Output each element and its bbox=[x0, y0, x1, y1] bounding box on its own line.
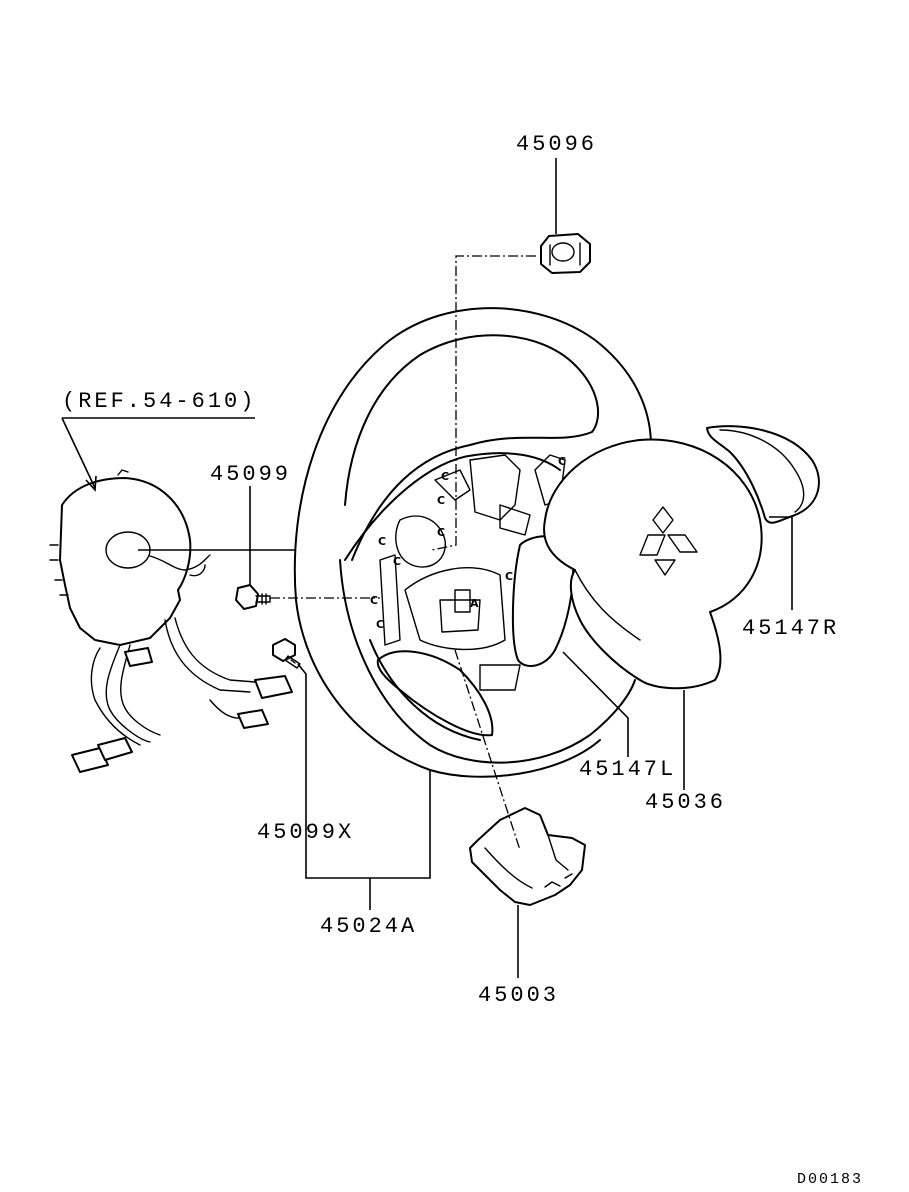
screw-45099x bbox=[272, 638, 301, 669]
part-label-45036: 45036 bbox=[645, 790, 727, 815]
part-label-45099: 45099 bbox=[210, 462, 292, 487]
svg-text:C: C bbox=[505, 570, 513, 583]
part-label-45096: 45096 bbox=[516, 132, 598, 157]
svg-text:C: C bbox=[437, 494, 445, 507]
leader-lines bbox=[61, 158, 793, 978]
svg-text:C: C bbox=[393, 555, 401, 568]
bolt-45099 bbox=[235, 584, 271, 610]
airbag-module bbox=[543, 438, 763, 690]
part-label-45003: 45003 bbox=[478, 983, 560, 1008]
reference-label: (REF.54-610) bbox=[62, 389, 257, 414]
part-label-45147R: 45147R bbox=[742, 616, 840, 641]
centerlines bbox=[270, 255, 536, 851]
diagram-code: D00183 bbox=[797, 1171, 864, 1188]
svg-text:C: C bbox=[370, 594, 378, 607]
svg-text:C: C bbox=[376, 618, 384, 631]
svg-text:C: C bbox=[378, 535, 386, 548]
svg-text:C: C bbox=[441, 470, 449, 483]
lower-cover bbox=[469, 807, 586, 906]
part-label-45147L: 45147L bbox=[579, 757, 677, 782]
clock-spring bbox=[49, 469, 293, 773]
nut-45096 bbox=[540, 233, 591, 274]
part-label-45024A: 45024A bbox=[320, 914, 418, 939]
svg-text:C: C bbox=[558, 455, 566, 468]
part-label-45099X: 45099X bbox=[257, 820, 355, 845]
paddle-right bbox=[706, 425, 820, 524]
steering-wheel: C C C C C C C C C C A bbox=[293, 307, 652, 778]
svg-text:A: A bbox=[470, 597, 479, 610]
svg-text:C: C bbox=[437, 526, 445, 539]
